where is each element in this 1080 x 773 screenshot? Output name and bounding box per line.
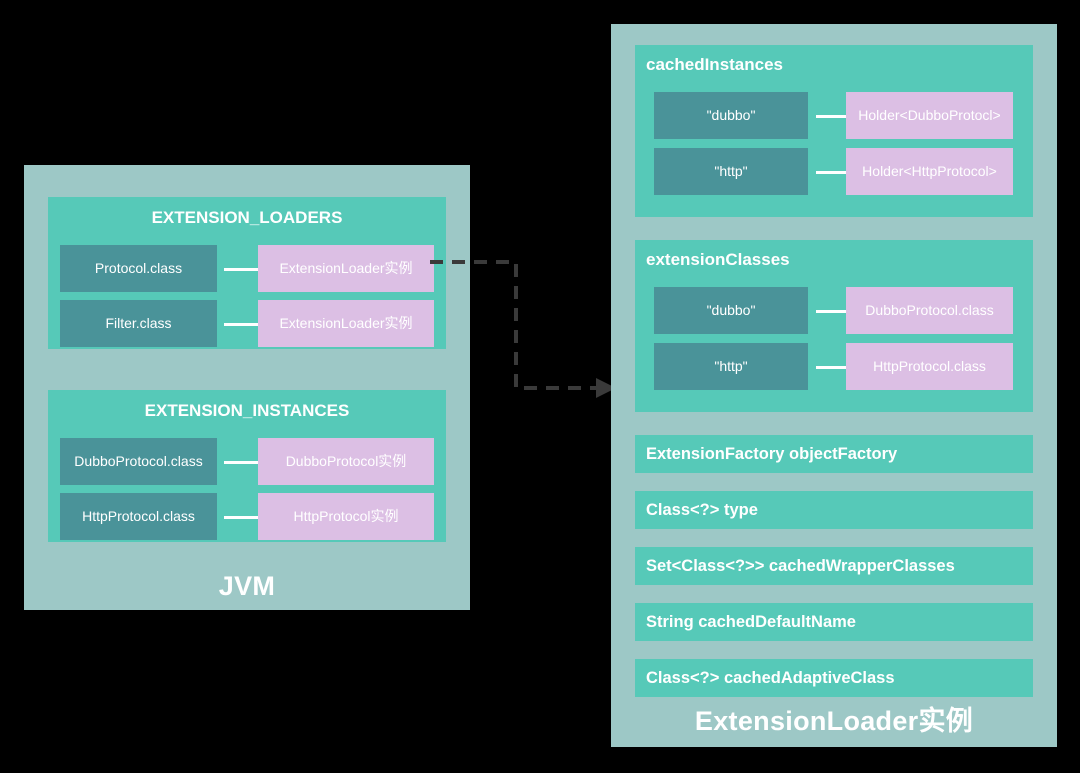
map-row: "dubbo" Holder<DubboProtocl> bbox=[635, 92, 1033, 139]
group-extension-classes: extensionClasses "dubbo" DubboProtocol.c… bbox=[635, 240, 1033, 412]
map-row: DubboProtocol.class DubboProtocol实例 bbox=[48, 438, 446, 485]
key-box: "http" bbox=[654, 343, 808, 390]
key-box: Protocol.class bbox=[60, 245, 217, 292]
map-row: Protocol.class ExtensionLoader实例 bbox=[48, 245, 446, 292]
field-row: Class<?> type bbox=[635, 491, 1033, 529]
field-row: ExtensionFactory objectFactory bbox=[635, 435, 1033, 473]
jvm-panel: EXTENSION_LOADERS Protocol.class Extensi… bbox=[24, 165, 470, 610]
value-box: DubboProtocol.class bbox=[846, 287, 1013, 334]
group-header-extension-classes: extensionClasses bbox=[646, 250, 790, 269]
map-row: Filter.class ExtensionLoader实例 bbox=[48, 300, 446, 347]
value-box: Holder<DubboProtocl> bbox=[846, 92, 1013, 139]
field-row: Set<Class<?>> cachedWrapperClasses bbox=[635, 547, 1033, 585]
group-cached-instances: cachedInstances "dubbo" Holder<DubboProt… bbox=[635, 45, 1033, 217]
group-header-extension-loaders: EXTENSION_LOADERS bbox=[151, 208, 343, 227]
group-header-cached-instances: cachedInstances bbox=[646, 55, 784, 74]
group-extension-loaders: EXTENSION_LOADERS Protocol.class Extensi… bbox=[48, 197, 446, 349]
extension-loader-panel-title: ExtensionLoader实例 bbox=[694, 706, 974, 736]
group-header-extension-instances: EXTENSION_INSTANCES bbox=[144, 401, 350, 420]
value-box: Holder<HttpProtocol> bbox=[846, 148, 1013, 195]
map-row: HttpProtocol.class HttpProtocol实例 bbox=[48, 493, 446, 540]
map-row: "http" Holder<HttpProtocol> bbox=[635, 148, 1033, 195]
value-box: HttpProtocol.class bbox=[846, 343, 1013, 390]
key-box: Filter.class bbox=[60, 300, 217, 347]
extension-loader-panel: cachedInstances "dubbo" Holder<DubboProt… bbox=[611, 24, 1057, 747]
key-box: "dubbo" bbox=[654, 287, 808, 334]
value-box: DubboProtocol实例 bbox=[258, 438, 434, 485]
map-row: "dubbo" DubboProtocol.class bbox=[635, 287, 1033, 334]
group-extension-instances: EXTENSION_INSTANCES DubboProtocol.class … bbox=[48, 390, 446, 542]
value-box: ExtensionLoader实例 bbox=[258, 300, 434, 347]
jvm-panel-title: JVM bbox=[218, 571, 276, 601]
value-box: ExtensionLoader实例 bbox=[258, 245, 434, 292]
map-row: "http" HttpProtocol.class bbox=[635, 343, 1033, 390]
key-box: "dubbo" bbox=[654, 92, 808, 139]
dashed-arrow-icon bbox=[430, 260, 616, 398]
key-box: DubboProtocol.class bbox=[60, 438, 217, 485]
field-row: Class<?> cachedAdaptiveClass bbox=[635, 659, 1033, 697]
key-box: HttpProtocol.class bbox=[60, 493, 217, 540]
field-row: String cachedDefaultName bbox=[635, 603, 1033, 641]
dashed-connector-arrow bbox=[430, 255, 620, 400]
value-box: HttpProtocol实例 bbox=[258, 493, 434, 540]
key-box: "http" bbox=[654, 148, 808, 195]
